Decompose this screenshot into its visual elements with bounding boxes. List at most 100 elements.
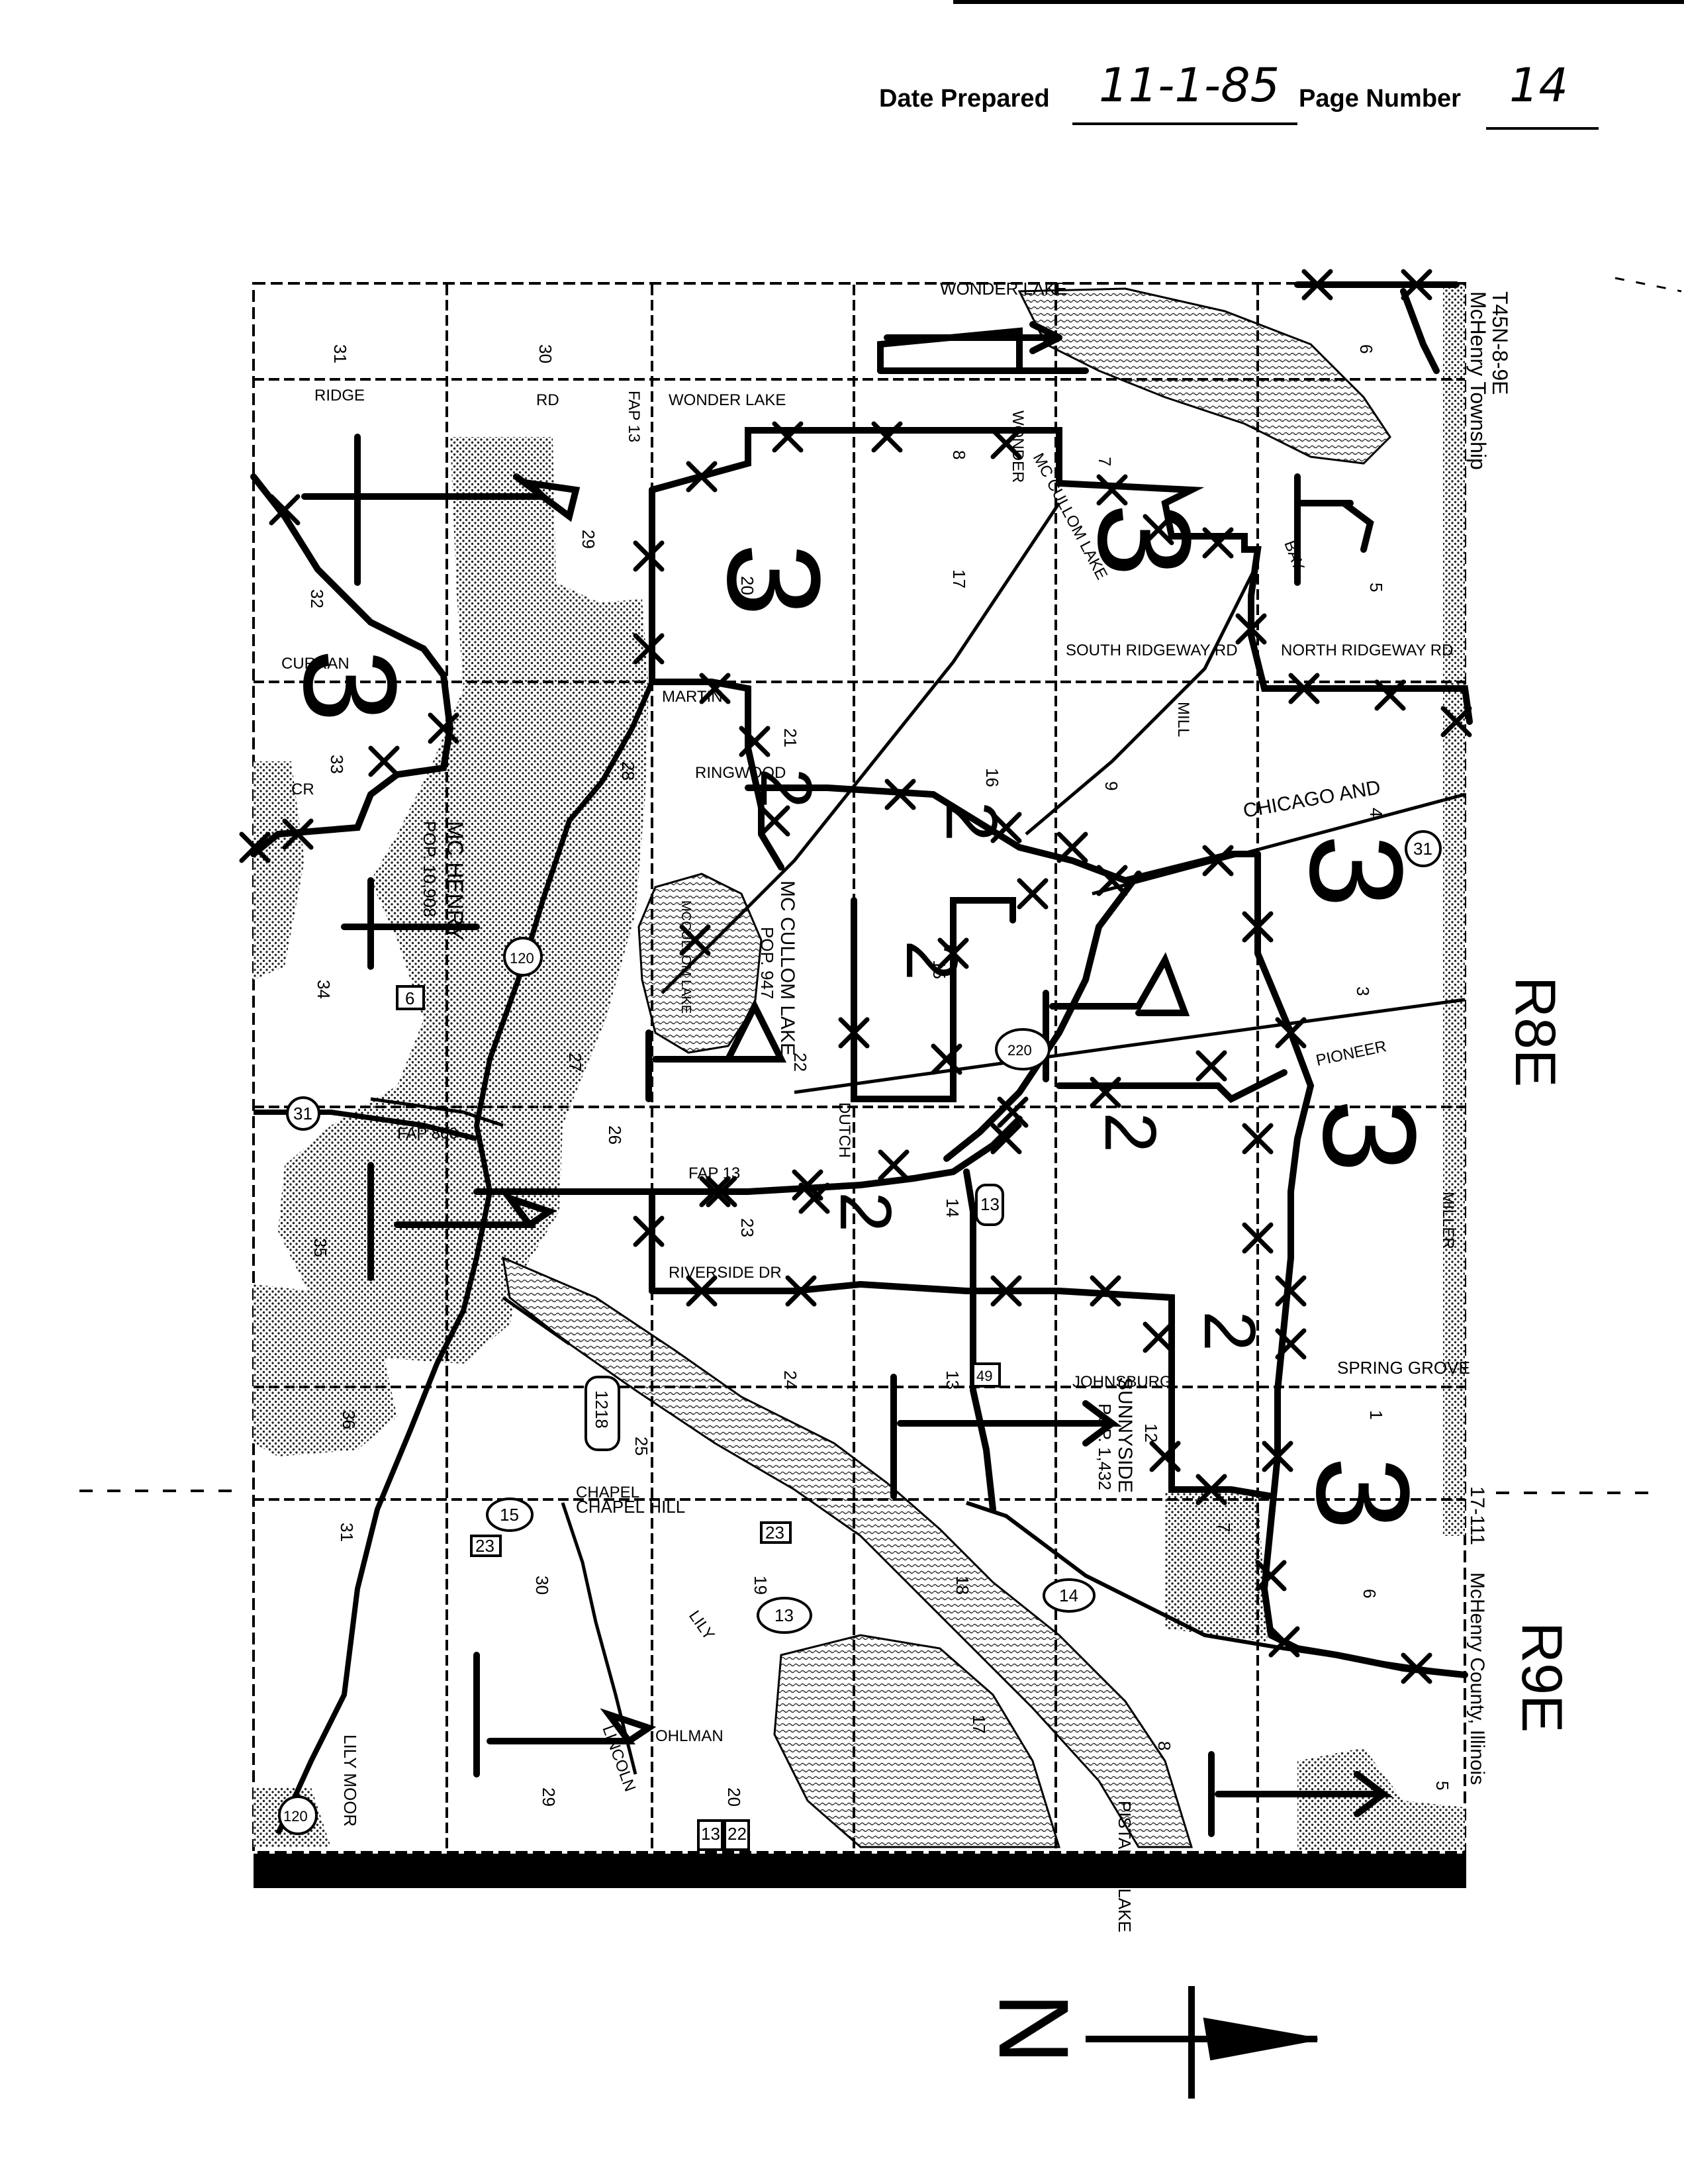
svg-text:23: 23 [765, 1523, 784, 1543]
road-fap-860: FAP 860 [397, 1125, 458, 1143]
section-number: 7 [1214, 1523, 1234, 1532]
route-shield-13: 13 [697, 1819, 724, 1851]
place-pistakee-lake: PISTAKEE LAKE [1115, 1801, 1135, 1932]
place-mchenry-pop: POP. 10,908 [420, 821, 440, 918]
wonder-lake-water [1017, 287, 1391, 465]
svg-text:31: 31 [1413, 839, 1432, 859]
svg-text:23: 23 [475, 1536, 494, 1556]
section-number: 26 [605, 1125, 625, 1145]
road-johnsburg: JOHNSBURG [1072, 1373, 1172, 1391]
place-spring-grove: SPRING GROVE [1337, 1358, 1470, 1378]
section-number: 1 [1366, 1410, 1386, 1419]
township-name-label: McHenry Township [1466, 291, 1490, 470]
date-prepared-label: Date Prepared [879, 85, 1050, 113]
page-underline [1486, 127, 1599, 130]
place-wonder-lake: WONDER LAKE [940, 279, 1067, 299]
mccullom-lake-water [637, 873, 763, 1054]
date-underline [1072, 122, 1297, 125]
date-prepared-value: 11-1-85 [1099, 58, 1280, 113]
section-number: 8 [1154, 1741, 1174, 1750]
section-number: 5 [1432, 1781, 1452, 1790]
place-labels: WONDER LAKE MC HENRY POP. 10,908 MC CULL… [340, 279, 1470, 1932]
side-labels: T45N-8-9E McHenry Township 17-111 McHenr… [1466, 291, 1512, 1785]
road-south-ridgeway: SOUTH RIDGEWAY RD [1066, 641, 1238, 659]
section-number: 24 [780, 1370, 800, 1390]
road-rd: RD [536, 391, 559, 409]
road-martin: MARTIN [662, 688, 723, 706]
district-numerals-2: 2 2 2 2 2 2 [745, 768, 1270, 1351]
svg-text:49: 49 [976, 1368, 992, 1384]
road-wonder: WONDER [1009, 410, 1027, 483]
section-number: 16 [982, 768, 1002, 787]
road-chapel: CHAPEL [576, 1484, 639, 1501]
route-shield-120: 120 [278, 1795, 318, 1835]
svg-text:220: 220 [1007, 1042, 1032, 1059]
district-mark-2: 2 [745, 768, 827, 808]
section-number: 33 [327, 755, 347, 774]
route-shield-14: 14 [1043, 1578, 1096, 1613]
place-chapel-hill: CHAPEL HILL [576, 1497, 685, 1517]
section-number: 35 [310, 1238, 330, 1257]
district-numerals: 3 3 3 3 3 3 [276, 503, 1443, 1530]
range-r8e-label: R8E [1503, 976, 1567, 1087]
place-mccullom-lake-water: MCCULLOM LAKE [678, 900, 693, 1014]
route-shield-13: 13 [757, 1597, 812, 1634]
road-mill: MILL [1174, 702, 1192, 737]
road-curran: CURRAN [281, 655, 350, 673]
section-number: 17 [969, 1715, 989, 1734]
svg-text:120: 120 [510, 950, 534, 967]
district-mark-3: 3 [1289, 1456, 1436, 1530]
section-number: 34 [314, 980, 334, 999]
place-mchenry: MC HENRY [442, 821, 467, 941]
section-number: 12 [1141, 1423, 1161, 1443]
place-sunnyside-pop: POP. 1,432 [1095, 1403, 1115, 1490]
section-number: 6 [1356, 344, 1376, 354]
section-number: 18 [953, 1576, 972, 1595]
route-shields: 31 120 6 31 220 13 49 1218 15 23 13 14 1… [278, 830, 1442, 1851]
svg-text:14: 14 [1059, 1586, 1078, 1605]
road-ringwood: RINGWOOD [695, 764, 786, 782]
section-number: 8 [949, 450, 969, 459]
section-number: 25 [632, 1437, 651, 1456]
county-name-label: McHenry County, Illinois [1466, 1572, 1488, 1785]
north-arrow: N [978, 1986, 1318, 2099]
district-mark-2: 2 [825, 1192, 906, 1232]
range-labels: R8E R9E [1503, 976, 1573, 1733]
section-number: 14 [943, 1198, 962, 1217]
township-code-label: T45N-8-9E [1488, 291, 1512, 395]
section-number: 20 [737, 576, 757, 595]
corner-reference-line [1614, 277, 1682, 293]
svg-text:13: 13 [774, 1605, 794, 1625]
road-wonder-lake: WONDER LAKE [669, 391, 786, 409]
section-number: 29 [579, 530, 598, 549]
route-shield-120: 120 [503, 937, 543, 976]
urban-area-lower-left [254, 1284, 397, 1456]
svg-text:120: 120 [283, 1808, 308, 1825]
section-number: 29 [539, 1787, 559, 1807]
section-number: 21 [780, 728, 800, 747]
svg-text:6: 6 [405, 988, 414, 1008]
mchenry-urban-area [278, 437, 649, 1364]
route-shield-23: 23 [470, 1535, 502, 1557]
road-cr: CR [291, 781, 314, 798]
section-number: 27 [565, 1053, 585, 1072]
route-shield-6: 6 [396, 985, 425, 1010]
section-number: 7 [1095, 457, 1115, 466]
route-shield-1218: 1218 [585, 1376, 620, 1451]
north-arrow-label: N [978, 1993, 1090, 2064]
section-number: 32 [307, 589, 327, 608]
section-number: 17 [949, 569, 969, 589]
section-number: 28 [618, 761, 638, 781]
route-shield-49: 49 [972, 1362, 1001, 1388]
section-number: 4 [1366, 808, 1386, 817]
section-number: 31 [330, 344, 350, 363]
svg-text:22: 22 [727, 1824, 747, 1844]
place-mccullom-lake: MC CULLOM LAKE [776, 880, 798, 1056]
place-mccullom-pop: POP. 947 [757, 927, 777, 999]
route-shield-31: 31 [286, 1096, 320, 1131]
section-number: 19 [751, 1576, 771, 1595]
svg-text:13: 13 [701, 1824, 720, 1844]
map-bottom-bar [254, 1854, 1466, 1888]
route-shield-15: 15 [486, 1497, 534, 1532]
